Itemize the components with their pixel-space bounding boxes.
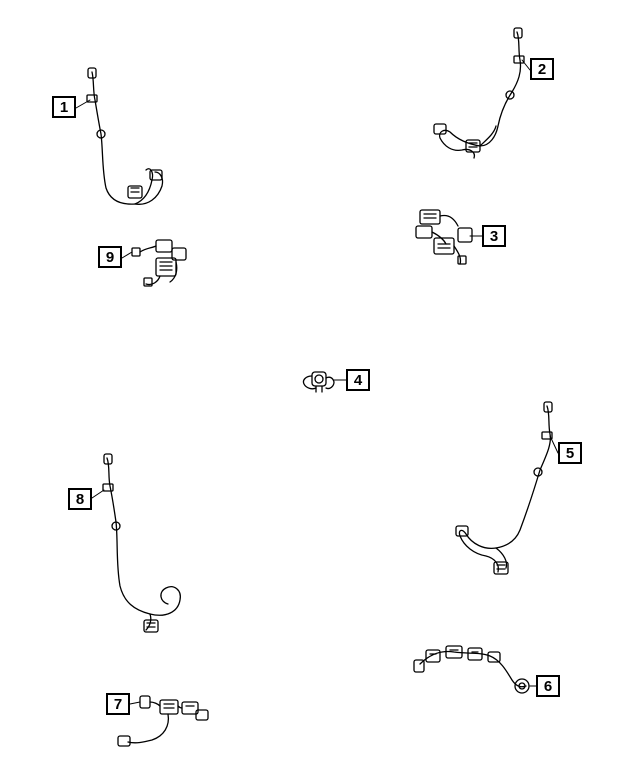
part-1-harness: [86, 67, 164, 205]
part-9-harness: [131, 239, 187, 287]
part-3-harness: [415, 209, 473, 265]
part-2-harness: [433, 27, 525, 159]
leader-lines: [75, 59, 559, 705]
callout-1: 1: [52, 96, 76, 118]
part-6-harness: [413, 645, 530, 694]
callout-6: 6: [536, 675, 560, 697]
part-8-harness: [102, 453, 181, 633]
callout-9: 9: [98, 246, 122, 268]
part-7-harness: [117, 695, 209, 747]
callout-5: 5: [558, 442, 582, 464]
part-4-sensor: [302, 371, 335, 393]
callout-7: 7: [106, 693, 130, 715]
callout-4: 4: [346, 369, 370, 391]
part-5-harness: [455, 401, 553, 575]
callout-2: 2: [530, 58, 554, 80]
callout-3: 3: [482, 225, 506, 247]
callout-8: 8: [68, 488, 92, 510]
